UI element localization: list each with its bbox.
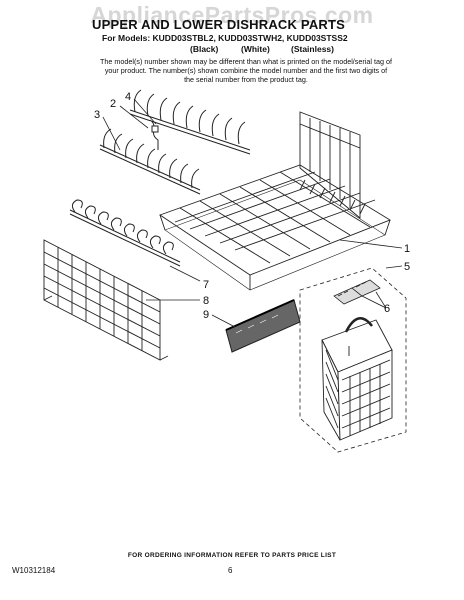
upper-rack [159, 111, 392, 291]
callout-6: 6 [384, 303, 390, 315]
watermark: AppliancePartsPros.com [90, 2, 374, 28]
mesh-panel [225, 299, 301, 353]
tine-row-upper [129, 89, 251, 155]
variant-white: (White) [241, 44, 270, 54]
basket-lids [333, 279, 381, 305]
variant-black: (Black) [190, 44, 219, 54]
tine-clip [149, 119, 159, 150]
callout-8: 8 [203, 295, 209, 307]
tine-row-lower [99, 128, 201, 195]
wire-tine-row [69, 199, 181, 267]
callout-1: 1 [404, 243, 410, 255]
silverware-basket [321, 317, 393, 441]
page-title: UPPER AND LOWER DISHRACK PARTS [92, 17, 346, 32]
lower-side-rack [43, 239, 169, 361]
variant-stainless: (Stainless) [291, 44, 334, 54]
document-number: W10312184 [12, 566, 56, 575]
model-note: The model(s) number shown may be differe… [100, 57, 392, 84]
callout-2: 2 [110, 98, 116, 110]
basket-dashed-box [299, 267, 407, 453]
page-number: 6 [228, 566, 233, 575]
callout-5: 5 [404, 261, 410, 273]
callout-9: 9 [203, 309, 209, 321]
callout-7: 7 [203, 279, 209, 291]
callout-4: 4 [125, 91, 131, 103]
callout-3: 3 [94, 109, 100, 121]
ordering-info: FOR ORDERING INFORMATION REFER TO PARTS … [127, 552, 337, 559]
models-line: For Models: KUDD03STBL2, KUDD03STWH2, KU… [102, 33, 348, 43]
